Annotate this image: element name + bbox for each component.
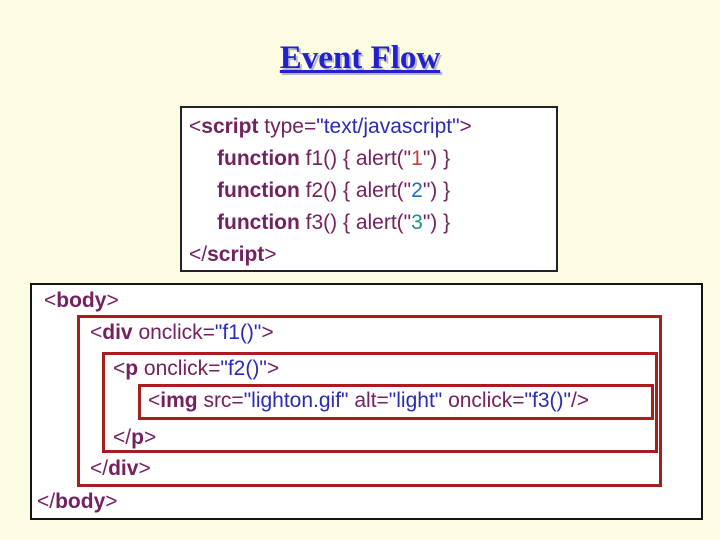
code-segment: p <box>131 426 144 449</box>
code-line-div-close: </div> <box>90 457 151 481</box>
code-segment: body <box>56 289 107 312</box>
page-title: Event Flow <box>279 40 441 76</box>
code-segment: ") } <box>422 179 451 202</box>
code-segment: > <box>138 457 151 480</box>
code-segment: "text/javascript" <box>316 115 460 138</box>
code-segment: > <box>106 289 119 312</box>
code-segment: 2 <box>411 179 423 202</box>
code-segment: </ <box>37 490 56 513</box>
code-segment: function <box>217 211 300 234</box>
code-segment: div <box>102 321 133 344</box>
code-line-function-f3: function f3() { alert("3") } <box>189 207 556 239</box>
code-line-body-open: <body> <box>44 289 119 313</box>
code-segment: function <box>217 179 300 202</box>
code-segment: > <box>105 490 118 513</box>
code-segment: > <box>143 426 157 449</box>
code-segment: > <box>264 243 277 266</box>
body-code-box: <body> <div onclick="f1()"> <p onclick="… <box>30 283 703 520</box>
code-segment: onclick= <box>132 321 215 344</box>
code-segment: < <box>113 357 126 380</box>
code-line-function-f2: function f2() { alert("2") } <box>189 175 556 207</box>
code-segment: </ <box>189 243 208 266</box>
p-code-box: <p onclick="f2()"> <img src="lighton.gif… <box>102 352 658 453</box>
code-segment: f2() { alert(" <box>299 179 412 202</box>
code-segment: script <box>207 243 265 266</box>
code-segment: < <box>189 115 202 138</box>
code-line-script-close: </script> <box>189 239 556 270</box>
code-segment: div <box>108 457 139 480</box>
code-segment: onclick= <box>138 357 221 380</box>
code-segment: function <box>217 147 300 170</box>
code-segment: src= <box>197 389 244 412</box>
code-segment: alt= <box>348 389 389 412</box>
code-segment: "light" <box>388 389 443 412</box>
code-segment: </ <box>113 426 132 449</box>
script-code-box: <script type="text/javascript"> function… <box>180 106 558 272</box>
code-segment: < <box>90 321 103 344</box>
code-segment: "f3()" <box>524 389 571 412</box>
code-segment: img <box>160 389 198 412</box>
code-line-p-close: </p> <box>113 426 156 450</box>
div-code-box: <div onclick="f1()"> <p onclick="f2()"> … <box>77 315 662 487</box>
code-segment: </ <box>90 457 109 480</box>
code-segment: < <box>44 289 57 312</box>
code-segment: script <box>201 115 259 138</box>
code-segment: "f1()" <box>214 321 262 344</box>
code-line-script-open: <script type="text/javascript"> <box>189 111 556 143</box>
code-line-body-close: </body> <box>37 490 118 514</box>
code-segment: ") } <box>422 211 451 234</box>
code-line-p-open: <p onclick="f2()"> <box>113 357 279 381</box>
code-segment: > <box>266 357 280 380</box>
code-segment: type= <box>258 115 317 138</box>
code-segment: ") } <box>422 147 451 170</box>
code-segment: /> <box>570 389 590 412</box>
code-segment: onclick= <box>442 389 525 412</box>
code-segment: f1() { alert(" <box>299 147 412 170</box>
code-segment: > <box>261 321 274 344</box>
code-segment: > <box>459 115 472 138</box>
img-code-box: <img src="lighton.gif" alt="light" oncli… <box>138 384 654 420</box>
code-line-img: <img src="lighton.gif" alt="light" oncli… <box>148 389 589 413</box>
code-segment: f3() { alert(" <box>299 211 412 234</box>
code-segment: 1 <box>411 147 423 170</box>
code-segment: p <box>125 357 139 380</box>
code-segment: "f2()" <box>220 357 267 380</box>
code-segment: body <box>55 490 106 513</box>
code-segment: 3 <box>411 211 423 234</box>
code-line-function-f1: function f1() { alert("1") } <box>189 143 556 175</box>
code-segment: "lighton.gif" <box>243 389 349 412</box>
code-segment: < <box>148 389 161 412</box>
code-line-div-open: <div onclick="f1()"> <box>90 321 274 345</box>
